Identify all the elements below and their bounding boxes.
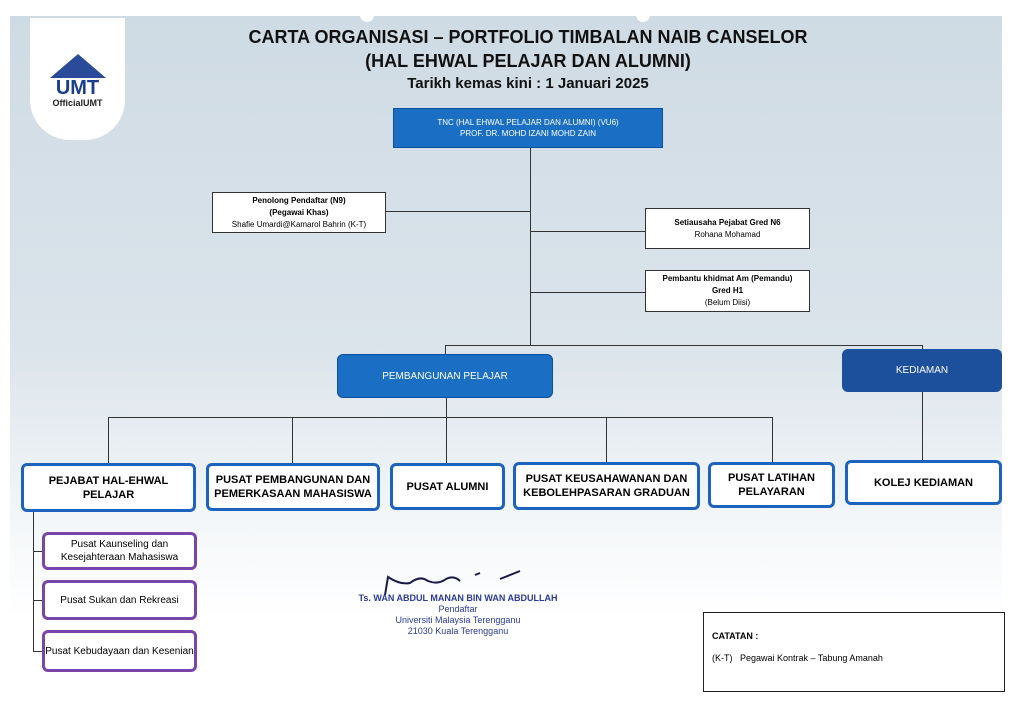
staff-box-penolong: Penolong Pendaftar (N9) (Pegawai Khas) S… <box>212 192 386 233</box>
connector <box>445 345 446 354</box>
subunit-box: Pusat Kaunseling dan Kesejahteraan Mahas… <box>42 532 197 570</box>
staff-role-sub: (Pegawai Khas) <box>269 207 329 217</box>
tnc-box: TNC (HAL EHWAL PELAJAR DAN ALUMNI) (VU6)… <box>393 108 663 148</box>
connector <box>386 211 530 212</box>
connector <box>530 292 645 293</box>
connector <box>108 417 109 463</box>
connector <box>606 417 607 463</box>
umt-logo: UMT OfficialUMT <box>30 18 125 140</box>
connector <box>33 551 43 552</box>
staff-role: Setiausaha Pejabat Gred N6 <box>674 217 781 227</box>
connector <box>33 651 43 652</box>
notes-heading: CATATAN : <box>712 631 759 641</box>
unit-box: PUSAT PEMBANGUNAN DAN PEMERKASAAN MAHASI… <box>206 463 380 511</box>
connector <box>108 417 772 418</box>
staff-grade: Gred H1 <box>711 286 744 295</box>
signatory-title: Pendaftar <box>438 604 478 614</box>
staff-name: Rohana Mohamad <box>694 229 761 239</box>
staff-box-pembantu: Pembantu khidmat Am (Pemandu) Gred H1 (B… <box>645 270 810 312</box>
tnc-title: TNC (HAL EHWAL PELAJAR DAN ALUMNI) (VU6) <box>437 118 619 127</box>
staff-name: (Belum Diisi) <box>704 298 751 307</box>
page-background <box>10 16 1002 616</box>
connector <box>530 148 531 345</box>
subunit-box: Pusat Sukan dan Rekreasi <box>42 580 197 620</box>
staff-role: Penolong Pendaftar (N9) <box>252 195 346 205</box>
connector <box>530 231 645 232</box>
signature-block: Ts. WAN ABDUL MANAN BIN WAN ABDULLAH Pen… <box>358 593 558 637</box>
unit-box: PEJABAT HAL-EHWAL PELAJAR <box>21 463 196 512</box>
logo-text: UMT <box>55 77 100 99</box>
connector <box>922 345 923 462</box>
connector <box>772 417 773 463</box>
connector <box>445 345 922 346</box>
tnc-name: PROF. DR. MOHD IZANI MOHD ZAIN <box>460 129 596 138</box>
connector <box>33 512 34 652</box>
unit-box: PUSAT KEUSAHAWANAN DAN KEBOLEHPASARAN GR… <box>513 462 700 510</box>
staff-box-setiausaha: Setiausaha Pejabat Gred N6 Rohana Mohama… <box>645 208 810 249</box>
logo-emblem-icon <box>49 54 106 78</box>
update-date: Tarikh kemas kini : 1 Januari 2025 <box>407 75 649 92</box>
connector <box>33 600 43 601</box>
staff-name: Shafie Umardi@Kamarol Bahrin (K-T) <box>231 219 367 229</box>
unit-box: PUSAT LATIHAN PELAYARAN <box>708 462 835 508</box>
chart-subtitle: (HAL EHWAL PELAJAR DAN ALUMNI) <box>365 51 691 71</box>
signatory-org: Universiti Malaysia Terengganu <box>395 615 521 625</box>
unit-box: KOLEJ KEDIAMAN <box>845 460 1002 505</box>
staff-role: Pembantu khidmat Am (Pemandu) <box>662 274 793 283</box>
notes-item: (K-T) Pegawai Kontrak – Tabung Amanah <box>712 653 883 663</box>
chart-title: CARTA ORGANISASI – PORTFOLIO TIMBALAN NA… <box>248 27 808 47</box>
punch-hole <box>360 8 374 22</box>
connector <box>446 398 447 463</box>
signatory-address: 21030 Kuala Terengganu <box>407 626 509 636</box>
unit-box: PUSAT ALUMNI <box>390 463 505 510</box>
signatory-name: Ts. WAN ABDUL MANAN BIN WAN ABDULLAH <box>358 593 558 603</box>
logo-handle: OfficialUMT <box>52 98 103 108</box>
notes-box: CATATAN : (K-T) Pegawai Kontrak – Tabung… <box>703 612 1005 692</box>
division-kediaman: KEDIAMAN <box>842 349 1002 392</box>
signature-icon <box>384 570 521 596</box>
punch-hole <box>636 8 650 22</box>
division-pembangunan-pelajar: PEMBANGUNAN PELAJAR <box>337 354 553 398</box>
connector <box>292 417 293 463</box>
subunit-box: Pusat Kebudayaan dan Kesenian <box>42 630 197 672</box>
